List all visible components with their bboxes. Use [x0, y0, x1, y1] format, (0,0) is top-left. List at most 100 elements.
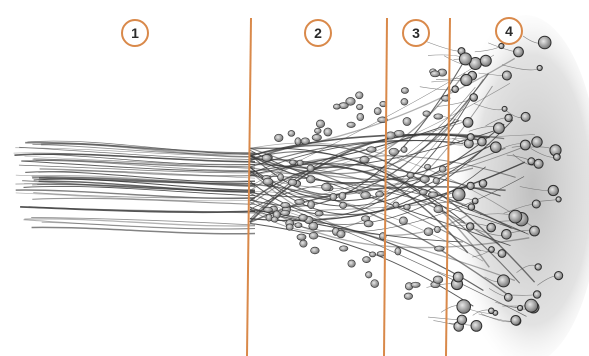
zone-label-4: 4 [505, 23, 513, 39]
fiber-cell [420, 176, 429, 183]
terminal-cell [479, 180, 487, 188]
fiber-cell [340, 246, 348, 251]
fiber-cell [312, 134, 321, 140]
fiber-cell [348, 260, 355, 267]
fiber-cell [361, 192, 371, 199]
terminal-cell [459, 53, 471, 65]
fiber-cell [316, 120, 324, 128]
fiber-cell [315, 211, 323, 216]
terminal-cell [509, 210, 522, 223]
fiber-cell [322, 183, 332, 191]
fiber-cell [307, 176, 316, 183]
fiber-cell [264, 207, 273, 212]
terminal-tendril [425, 41, 461, 51]
terminal-cell [534, 159, 543, 168]
fiber-cell [324, 128, 332, 136]
terminal-cell [535, 264, 541, 270]
terminal-cell [480, 55, 491, 66]
terminal-cell [538, 36, 551, 49]
fiber-cell [356, 92, 363, 99]
fiber-cell [431, 71, 440, 77]
branch-fiber [250, 223, 473, 306]
terminal-cell [502, 106, 507, 111]
fiber-cell [428, 192, 437, 198]
terminal-cell [505, 114, 512, 121]
terminal-cell [530, 226, 540, 236]
terminal-cell [548, 185, 558, 195]
terminal-cell [472, 198, 478, 204]
fiber-cell [433, 276, 443, 283]
fiber-cell [433, 178, 439, 184]
fiber-cell [275, 134, 283, 141]
fiber-cell [367, 147, 377, 153]
fiber-cell [434, 226, 440, 232]
terminal-cell [467, 134, 474, 141]
terminal-cell [525, 299, 538, 312]
fiber-cell [288, 179, 297, 186]
terminal-cell [502, 230, 512, 240]
fiber-cell [407, 172, 414, 178]
terminal-cell [533, 291, 540, 298]
fiber-cell [299, 214, 308, 220]
fiber-cell [271, 217, 278, 222]
fiber-cell [401, 147, 407, 153]
fiber-cell [370, 252, 376, 257]
terminal-cell [514, 47, 524, 57]
fiber-cell [286, 224, 293, 230]
terminal-cell [532, 137, 542, 147]
fiber-cell [363, 257, 371, 263]
fiber-cell [374, 108, 381, 115]
trunk-fiber [31, 217, 255, 225]
terminal-cell [494, 123, 505, 134]
fiber-cell [393, 202, 399, 208]
terminal-cell [537, 65, 542, 70]
fiber-cell [281, 203, 290, 208]
fiber-cell [364, 221, 373, 227]
fiber-cell [401, 99, 408, 106]
terminal-cell [554, 154, 561, 161]
zone-label-2: 2 [314, 25, 322, 41]
terminal-cell [532, 200, 540, 208]
fiber-cell [434, 206, 443, 213]
fiber-cell [395, 248, 401, 255]
fiber-cell [337, 230, 345, 238]
fiber-cell [394, 130, 404, 136]
zone-badge-3: 3 [403, 20, 429, 46]
fiber-cell [423, 111, 430, 117]
fiber-cell [295, 199, 305, 204]
fiber-cell [411, 282, 420, 287]
zone-divider-1-2 [247, 18, 251, 356]
zone-badge-2: 2 [305, 20, 331, 46]
fiber-cell [403, 118, 411, 126]
trunk-fiber [32, 198, 255, 204]
terminal-cell [468, 204, 475, 211]
fiber-cell [357, 104, 363, 110]
fiber-cell [311, 247, 320, 254]
fiber-cell [404, 204, 411, 210]
fiber-cell [300, 240, 307, 247]
terminal-cell [489, 247, 495, 253]
fiber-cell [389, 148, 399, 155]
terminal-cell [518, 305, 523, 310]
terminal-cell [467, 223, 474, 230]
fiber-cell [301, 138, 309, 145]
fiber-cell [419, 189, 427, 195]
terminal-cell [498, 250, 506, 258]
fiber-cell [404, 293, 412, 299]
fiber-cell [434, 114, 443, 119]
fiber-cell [278, 174, 284, 181]
terminal-cell [498, 275, 510, 287]
terminal-cell [555, 272, 563, 280]
terminal-cell [457, 315, 466, 324]
fiber-cell [290, 160, 297, 165]
fiber-cell [295, 138, 301, 145]
terminal-cell [520, 140, 530, 150]
terminal-cell [461, 74, 472, 85]
fiber-cell [333, 104, 340, 109]
terminal-cell [489, 308, 495, 314]
terminal-cell [478, 137, 487, 146]
terminal-cell [521, 112, 530, 121]
terminal-cell [470, 94, 478, 102]
fiber-cell [281, 210, 290, 215]
